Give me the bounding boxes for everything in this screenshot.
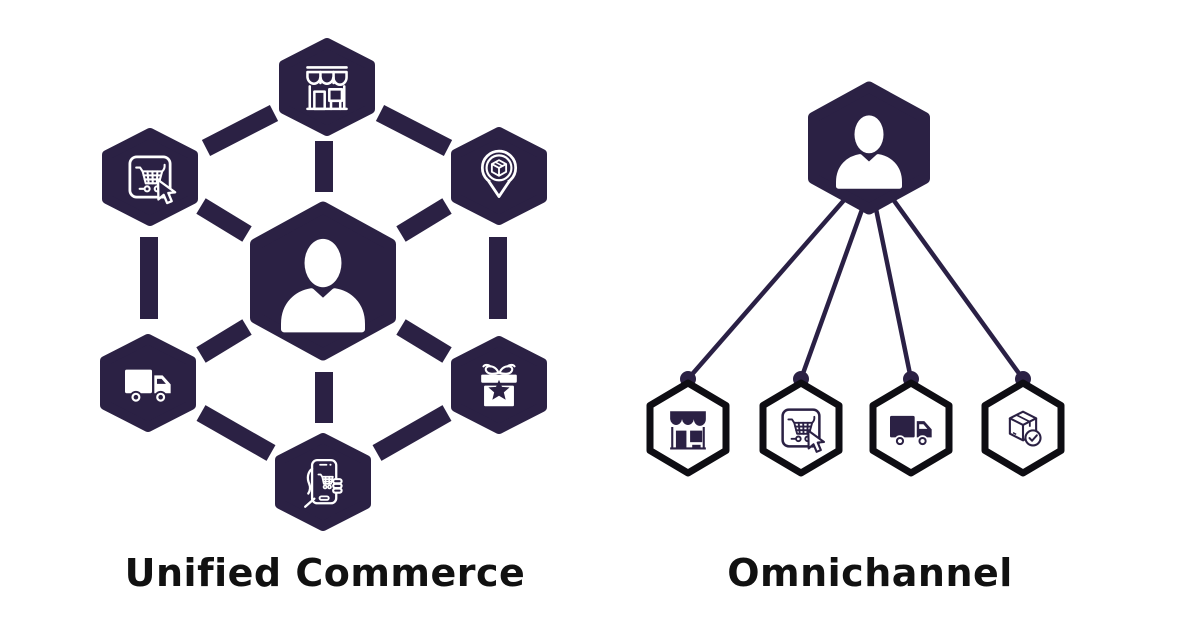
node-package-location — [456, 132, 542, 220]
unified-commerce-figure — [105, 43, 542, 526]
connector-bar — [196, 319, 252, 363]
connector-line — [798, 203, 867, 380]
connector-line — [885, 189, 1025, 381]
connector-bar — [396, 319, 452, 363]
node-store — [650, 383, 726, 473]
connector-bar — [375, 104, 453, 157]
connector-bar — [196, 405, 276, 461]
connector-bar — [201, 104, 279, 157]
node-delivery-truck — [873, 383, 949, 473]
omnichannel-label: Omnichannel — [727, 551, 1013, 595]
node-online-cart — [107, 133, 193, 221]
hexagon — [107, 133, 193, 221]
node-online-cart — [763, 383, 839, 473]
node-mobile-shopping — [280, 438, 366, 526]
hexagon — [650, 383, 726, 473]
hexagon — [284, 43, 370, 131]
hexagon — [763, 383, 839, 473]
node-package-check — [985, 383, 1061, 473]
connector-line — [686, 189, 854, 381]
node-gift — [456, 341, 542, 429]
connector-line — [872, 203, 914, 380]
node-delivery-truck — [105, 339, 191, 427]
connector-bar — [196, 198, 252, 242]
node-customer-center — [256, 208, 390, 355]
unified-commerce-label: Unified Commerce — [124, 551, 526, 595]
node-customer-top — [814, 87, 925, 209]
connector-bar — [396, 198, 452, 242]
connector-bar — [372, 405, 452, 461]
omnichannel-figure — [650, 87, 1061, 473]
node-store — [284, 43, 370, 131]
